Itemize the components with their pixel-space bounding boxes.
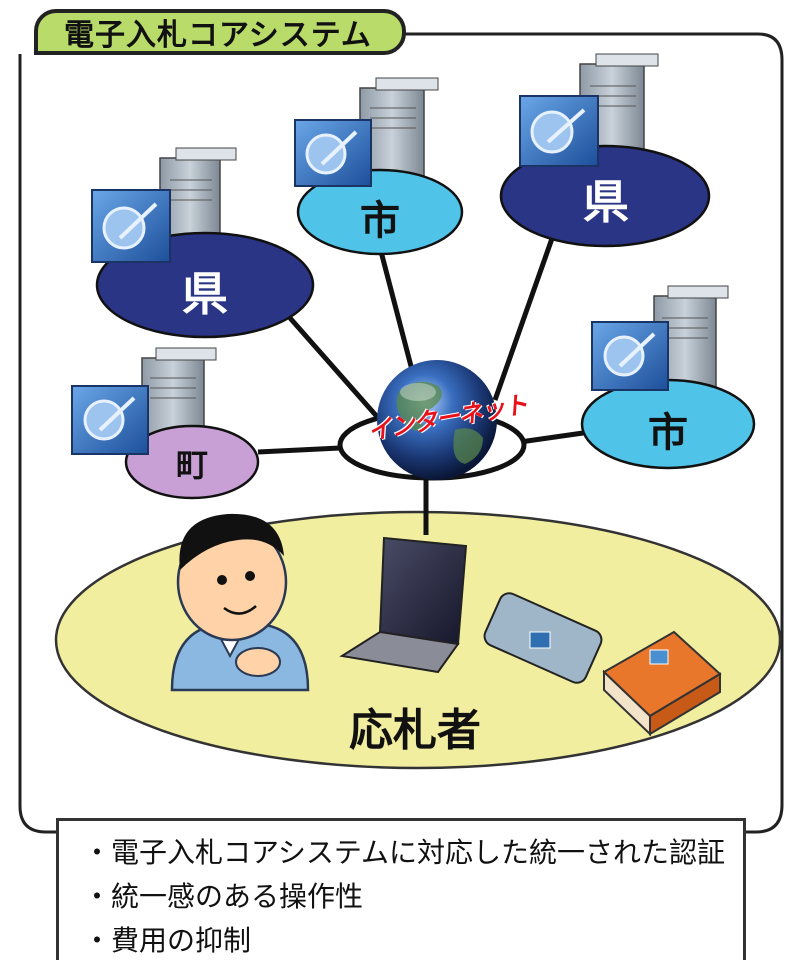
- network-links: [257, 229, 591, 535]
- node-label-pref-right: 県: [583, 175, 629, 229]
- node-label-town: 町: [175, 446, 208, 484]
- laptop-icon: [339, 536, 468, 674]
- bidder-person-icon: [170, 513, 310, 692]
- note-line: ・電子入札コアシステムに対応した統一された認証: [83, 836, 726, 869]
- app-icon: [591, 321, 669, 391]
- note-line: ・費用の抑制: [83, 924, 252, 957]
- node-label-city-right: 市: [648, 410, 688, 456]
- feature-notes: ・電子入札コアシステムに対応した統一された認証 ・統一感のある操作性 ・費用の抑…: [56, 818, 746, 960]
- ic-card-icon: [483, 592, 603, 684]
- app-icon: [519, 95, 599, 167]
- node-town: [124, 424, 260, 500]
- app-icon: [294, 119, 372, 187]
- node-pref-right: [499, 144, 711, 248]
- note-line: ・統一感のある操作性: [83, 880, 364, 913]
- node-city-top: [296, 168, 464, 256]
- system-title: 電子入札コアシステム: [34, 9, 406, 55]
- node-label-pref-left: 県: [182, 267, 228, 321]
- app-icon: [71, 385, 149, 455]
- bidder-label: 応札者: [349, 705, 481, 756]
- book-icon: [602, 630, 722, 737]
- app-icon: [91, 189, 171, 263]
- globe-icon: [377, 360, 497, 480]
- node-label-city-top: 市: [360, 198, 400, 244]
